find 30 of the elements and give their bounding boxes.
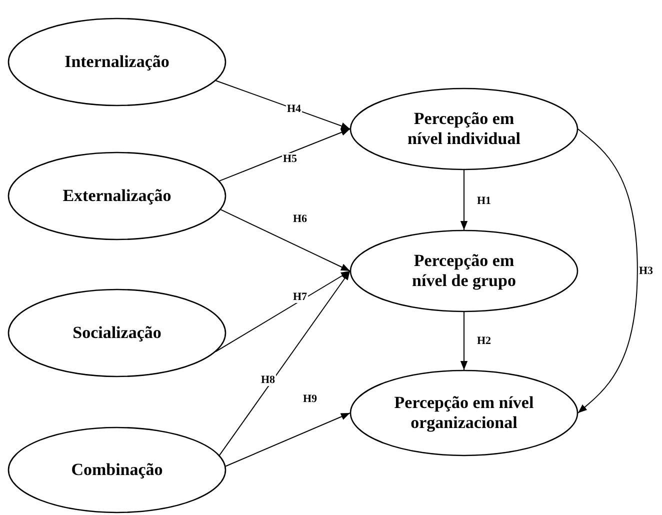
node-label: Percepção em nível de grupo — [411, 250, 517, 292]
edge-label: H4 — [286, 103, 302, 116]
construct-ellipse — [8, 18, 226, 106]
edge-label: H5 — [282, 153, 298, 166]
node-label: Combinação — [71, 460, 163, 480]
arrow — [578, 128, 638, 414]
arrow — [215, 80, 350, 130]
construct-ellipse — [350, 370, 578, 456]
arrow — [218, 270, 350, 456]
construct-ellipse — [8, 152, 226, 240]
edge-label: H6 — [292, 213, 308, 226]
arrow — [218, 128, 350, 182]
arrow — [460, 312, 468, 370]
node-label: Socialização — [72, 322, 162, 344]
construct-ellipse — [8, 289, 226, 377]
arrow — [220, 209, 350, 272]
node-label: Internalização — [64, 52, 170, 72]
construct-ellipse — [350, 230, 578, 312]
construct-ellipse — [350, 88, 578, 170]
edge-label: H3 — [638, 265, 654, 278]
construct-ellipse — [8, 427, 226, 513]
node-label: Externalização — [62, 186, 172, 206]
edge-label: H9 — [302, 393, 318, 406]
arrow — [225, 412, 350, 467]
arrow — [215, 270, 350, 352]
edge-label: H8 — [260, 374, 276, 386]
node-label: Percepção em nível individual — [406, 108, 522, 150]
edge-label: H7 — [292, 291, 308, 304]
arrow — [460, 170, 468, 230]
node-label: Percepção em nível organizacional — [394, 392, 534, 434]
